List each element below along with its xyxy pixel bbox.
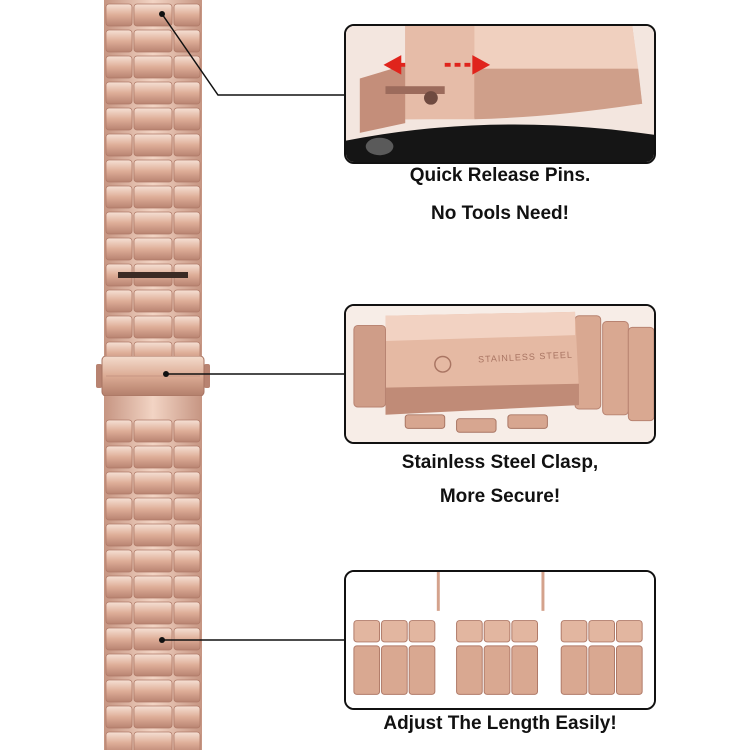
clasp-bar — [96, 356, 210, 396]
clasp-caption: Stainless Steel Clasp, — [330, 451, 670, 475]
clasp-logo-icon — [434, 355, 452, 373]
pins-caption-line-1: Quick Release Pins. — [409, 165, 591, 186]
length-detail-image — [346, 572, 654, 708]
clasp-caption-2: More Secure! — [330, 485, 670, 509]
pins-caption-2: No Tools Need! — [330, 202, 670, 226]
length-detail-box — [344, 570, 656, 710]
clasp-detail-image — [346, 306, 654, 442]
pins-detail-box — [344, 24, 656, 164]
clasp-caption-line-1: Stainless Steel Clasp, — [401, 452, 599, 473]
pins-caption-line-2: No Tools Need! — [431, 203, 569, 224]
clasp-caption-line-2: More Secure! — [439, 486, 561, 507]
clasp-detail-box: STAINLESS STEEL — [344, 304, 656, 444]
pins-detail-image — [346, 26, 654, 162]
length-caption-line-1: Adjust The Length Easily! — [383, 713, 617, 734]
pins-caption: Quick Release Pins. — [330, 164, 670, 188]
length-caption: Adjust The Length Easily! — [330, 712, 670, 736]
